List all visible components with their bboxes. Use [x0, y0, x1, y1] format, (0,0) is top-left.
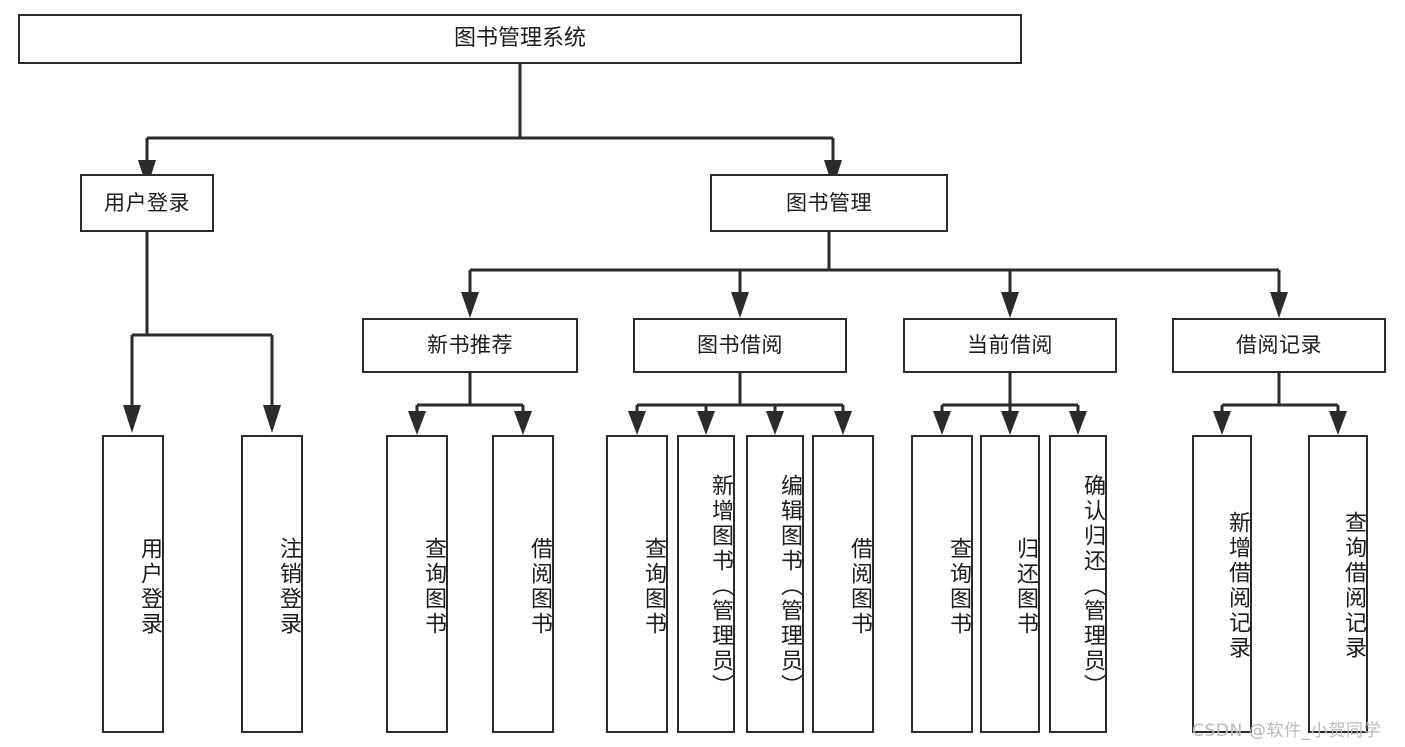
leaf-logout-login[interactable]: 注销登录 [241, 435, 303, 733]
leaf-confirm-return[interactable]: 确认归还（管理员） [1049, 435, 1107, 733]
leaf-edit-book[interactable]: 编辑图书（管理员） [746, 435, 804, 733]
leaf-query-record[interactable]: 查询借阅记录 [1308, 435, 1368, 733]
leaf-user-login[interactable]: 用户登录 [102, 435, 164, 733]
leaf-borrow-book-2[interactable]: 借阅图书 [812, 435, 874, 733]
node-borrow-record[interactable]: 借阅记录 [1172, 318, 1386, 373]
node-root[interactable]: 图书管理系统 [18, 14, 1022, 64]
leaf-query-book-3[interactable]: 查询图书 [911, 435, 973, 733]
leaf-query-book-1[interactable]: 查询图书 [386, 435, 448, 733]
node-new-book-recommend[interactable]: 新书推荐 [362, 318, 578, 373]
leaf-add-book[interactable]: 新增图书（管理员） [677, 435, 735, 733]
leaf-add-record[interactable]: 新增借阅记录 [1192, 435, 1252, 733]
node-book-management[interactable]: 图书管理 [710, 174, 948, 232]
leaf-query-book-2[interactable]: 查询图书 [606, 435, 668, 733]
node-current-borrow[interactable]: 当前借阅 [903, 318, 1117, 373]
leaf-borrow-book-1[interactable]: 借阅图书 [492, 435, 554, 733]
leaf-return-book[interactable]: 归还图书 [980, 435, 1040, 733]
node-book-borrow[interactable]: 图书借阅 [633, 318, 847, 373]
node-user-login[interactable]: 用户登录 [80, 174, 214, 232]
